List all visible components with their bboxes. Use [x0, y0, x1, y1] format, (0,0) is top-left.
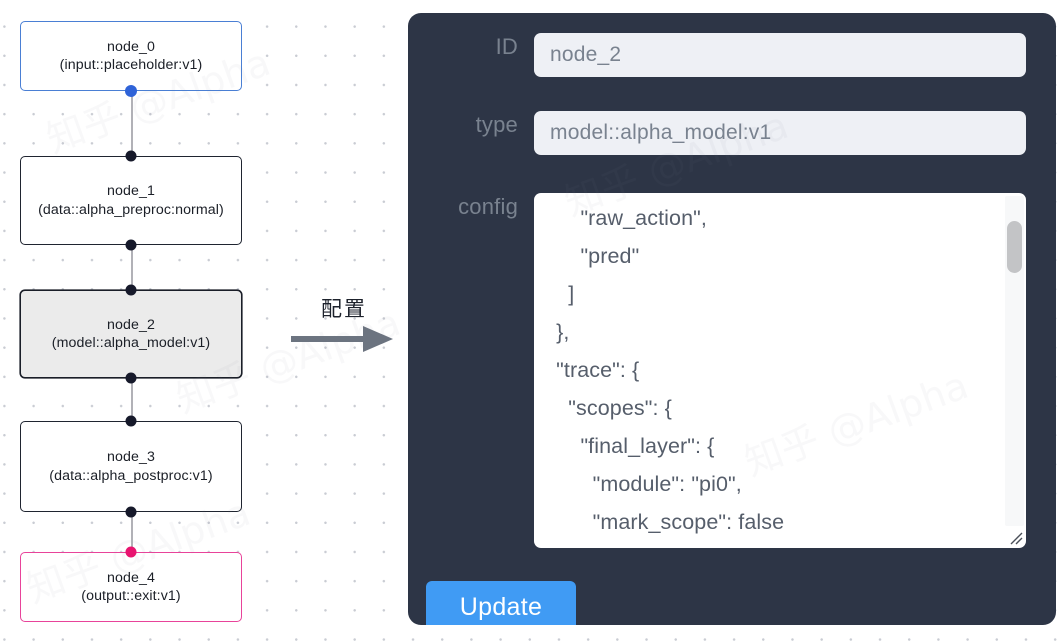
id-field-label: ID: [495, 34, 518, 59]
port-node4-target[interactable]: [125, 546, 137, 558]
graph-node-node_4[interactable]: node_4 (output::exit:v1): [20, 552, 242, 622]
graph-node-node_1[interactable]: node_1 (data::alpha_preproc:normal): [20, 156, 242, 245]
field-row-id: ID: [422, 33, 1026, 77]
node-subtitle: (output::exit:v1): [81, 588, 181, 604]
node-title: node_2: [107, 316, 155, 333]
config-field-label: config: [458, 194, 518, 219]
arrow-label: 配置: [321, 297, 367, 321]
node-subtitle: (data::alpha_postproc:v1): [49, 467, 213, 484]
graph-node-node_0[interactable]: node_0 (input::placeholder:v1): [20, 21, 242, 91]
port-node1-target[interactable]: [125, 150, 137, 162]
field-row-config: config "raw_action", "pred" ] }, "trace"…: [422, 193, 1026, 548]
port-node3-source[interactable]: [125, 506, 137, 518]
port-node2-target[interactable]: [125, 284, 137, 296]
arrow-right-icon: [291, 326, 393, 352]
edge-node3-node4: [131, 512, 134, 552]
node-subtitle: (model::alpha_model:v1): [51, 335, 211, 351]
graph-node-node_3[interactable]: node_3 (data::alpha_postproc:v1): [20, 421, 242, 512]
edge-node0-node1: [131, 91, 134, 161]
type-field-label: type: [475, 112, 518, 137]
port-node1-source[interactable]: [125, 239, 137, 251]
config-textarea-wrapper: "raw_action", "pred" ] }, "trace": { "sc…: [534, 193, 1026, 548]
config-textarea[interactable]: "raw_action", "pred" ] }, "trace": { "sc…: [534, 193, 1026, 548]
node-subtitle: (data::alpha_preproc:normal): [38, 201, 224, 218]
id-input[interactable]: [534, 33, 1026, 77]
node-subtitle: (input::placeholder:v1): [59, 57, 203, 73]
port-node0-source[interactable]: [125, 85, 137, 97]
update-button[interactable]: Update: [426, 581, 576, 625]
node-title: node_4: [107, 569, 155, 586]
port-node2-source[interactable]: [125, 372, 137, 384]
graph-node-node_2[interactable]: node_2 (model::alpha_model:v1): [20, 290, 242, 378]
port-node3-target[interactable]: [125, 415, 137, 427]
node-title: node_1: [107, 183, 155, 199]
edge-node1-node2: [131, 245, 134, 290]
node-title: node_0: [107, 38, 155, 55]
edge-node2-node3: [131, 378, 134, 421]
node-config-panel: 知乎 @Alpha 知乎 @Alpha ID type config "raw_…: [408, 13, 1056, 625]
transition-arrow-group: 配置: [289, 296, 399, 366]
node-title: node_3: [107, 449, 155, 465]
type-input[interactable]: [534, 111, 1026, 155]
field-row-type: type: [422, 111, 1026, 155]
config-scrollbar-thumb[interactable]: [1007, 221, 1022, 273]
